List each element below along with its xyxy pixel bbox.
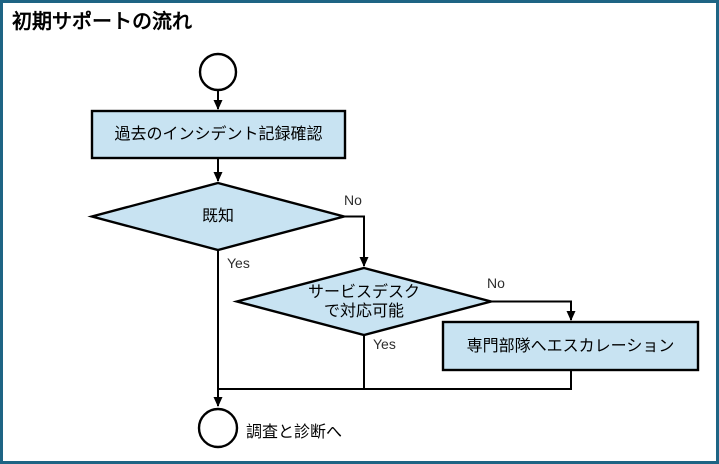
- edge-label-known-yes: Yes: [227, 255, 250, 271]
- edge-label-service-desk-no: No: [487, 275, 505, 291]
- process-check-records-label: 過去のインシデント記録確認: [114, 126, 323, 143]
- edge-escalation-return: [217, 370, 572, 390]
- decision-known-shape: [87, 181, 349, 252]
- decision-service-desk-shape: [232, 266, 496, 337]
- edge-known-no: [344, 215, 369, 267]
- process-escalation-shape: [441, 320, 700, 372]
- process-escalation-label: 専門部隊へエスカレーション: [466, 337, 675, 355]
- decision-service-desk-label: サービスデスク で対応可能: [237, 268, 491, 335]
- edge-label-known-no: No: [344, 192, 362, 208]
- decision-service-desk-label-line1: サービスデスク: [307, 283, 420, 301]
- start-terminator: [198, 52, 238, 92]
- edge-service-desk-no: [491, 300, 576, 321]
- diagram-title: 初期サポートの流れ: [12, 11, 192, 33]
- edge-label-service-desk-yes: Yes: [373, 336, 396, 352]
- decision-service-desk-label-line2: で対応可能: [323, 302, 404, 320]
- end-terminator-label: 調査と診断へ: [246, 424, 343, 441]
- end-terminator: [197, 407, 239, 449]
- process-check-records-shape: [90, 109, 347, 160]
- decision-known-label: 既知: [201, 208, 234, 225]
